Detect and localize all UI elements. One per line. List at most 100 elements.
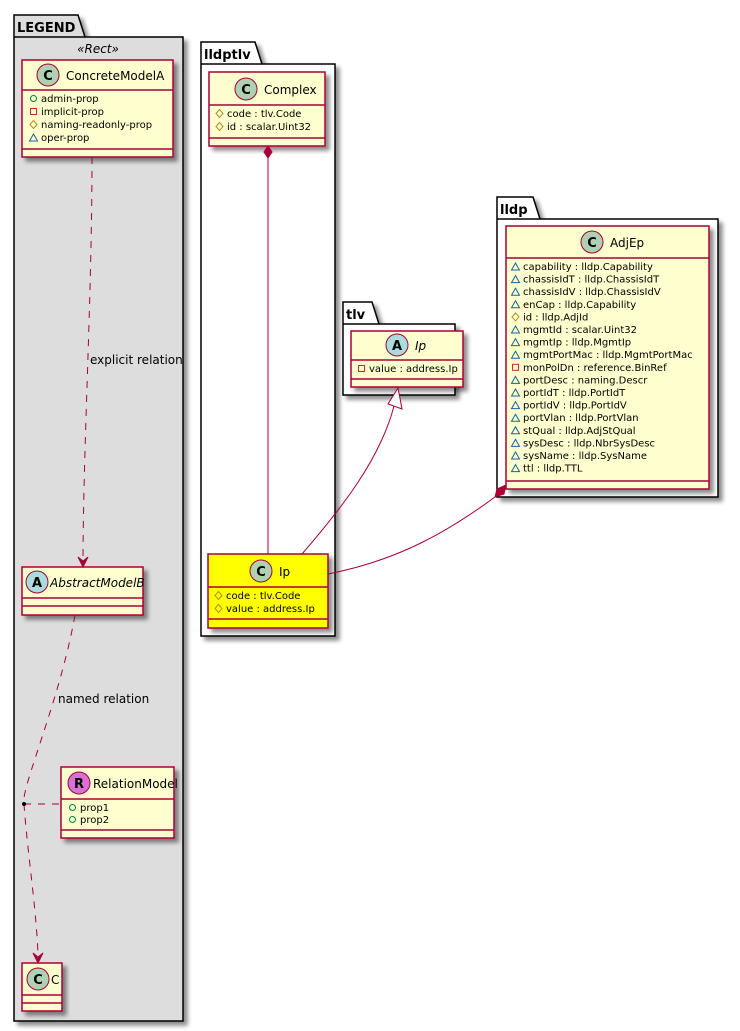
attribute-text: value : address.Ip [226, 604, 315, 615]
class-attribute: sysDesc : lldp.NbrSysDesc [510, 438, 655, 449]
oper-visibility-icon [510, 463, 521, 473]
attribute-text: mgmtPortMac : lldp.MgmtPortMac [523, 350, 693, 361]
svg-text:A: A [392, 339, 402, 354]
class-attribute: portDesc : naming.Descr [510, 375, 648, 386]
attribute-text: portDesc : naming.Descr [523, 375, 648, 386]
class-attribute: chassisIdV : lldp.ChassisIdV [510, 287, 661, 298]
explicit-relation-edge: explicit relation [77, 156, 183, 569]
package-lldp-name: lldp [500, 203, 528, 218]
attribute-text: admin-prop [41, 94, 99, 105]
class-attribute: value : address.Ip [358, 364, 458, 375]
composition-edge-complex-ip [263, 145, 273, 554]
attribute-text: sysDesc : lldp.NbrSysDesc [523, 438, 655, 449]
class-attribute: portIdT : lldp.PortIdT [510, 387, 626, 399]
attribute-text: stQual : lldp.AdjStQual [523, 426, 636, 437]
explicit-relation-label: explicit relation [90, 353, 183, 367]
package-legend-stereotype: «Rect» [77, 42, 119, 56]
svg-text:C: C [33, 973, 43, 988]
class-attribute: admin-prop [30, 94, 99, 105]
class-abstract-model-b[interactable]: A AbstractModelB [21, 566, 145, 616]
class-attribute: enCap : lldp.Capability [510, 299, 636, 311]
attribute-text: capability : lldp.Capability [523, 262, 653, 273]
admin-visibility-icon [69, 804, 76, 811]
class-icon-c: C [234, 77, 258, 101]
class-attribute: capability : lldp.Capability [510, 261, 653, 273]
class-attribute: stQual : lldp.AdjStQual [510, 425, 636, 437]
class-attribute: code : tlv.Code [215, 108, 301, 120]
class-name: Ip [279, 565, 290, 579]
class-adj-ep[interactable]: C AdjEp capability : lldp.Capabilitychas… [505, 225, 710, 490]
attribute-text: monPolDn : reference.BinRef [523, 363, 667, 374]
oper-visibility-icon [510, 425, 521, 435]
class-complex[interactable]: C Complex code : tlv.Code id : scalar.Uin… [208, 71, 326, 147]
oper-visibility-icon [510, 299, 521, 309]
attribute-text: id : lldp.AdjId [523, 312, 588, 323]
class-attribute: mgmtIp : lldp.MgmtIp [510, 337, 631, 349]
implicit-visibility-icon [358, 365, 365, 372]
class-concrete-model-a[interactable]: C ConcreteModelA admin-propimplicit-prop… [21, 59, 174, 158]
attribute-text: code : tlv.Code [226, 591, 300, 602]
package-tlv-name: tlv [346, 308, 366, 323]
class-icon-c: C [26, 967, 50, 991]
class-attribute: portIdV : lldp.PortIdV [510, 400, 627, 412]
attribute-text: enCap : lldp.Capability [523, 300, 636, 311]
attribute-text: prop1 [80, 803, 109, 814]
attribute-text: sysName : lldp.SysName [523, 451, 647, 462]
naming-visibility-icon [215, 121, 224, 132]
package-legend-name: LEGEND [17, 21, 76, 36]
class-attribute: code : tlv.Code [214, 590, 300, 602]
class-attribute: monPolDn : reference.BinRef [512, 363, 667, 374]
oper-visibility-icon [510, 350, 521, 359]
oper-visibility-icon [510, 450, 521, 460]
attribute-text: ttl : lldp.TTL [523, 464, 583, 475]
attribute-text: implicit-prop [41, 107, 104, 118]
attribute-text: naming-readonly-prop [41, 120, 152, 131]
oper-visibility-icon [510, 261, 521, 271]
svg-text:C: C [241, 83, 251, 98]
class-attribute: mgmtPortMac : lldp.MgmtPortMac [510, 350, 693, 361]
class-icon-c: C [249, 559, 273, 583]
oper-visibility-icon [510, 438, 521, 447]
attribute-text: id : scalar.Uint32 [227, 122, 311, 133]
class-attribute: portVlan : lldp.PortVlan [510, 413, 639, 424]
class-ip-lldptlv[interactable]: C Ip code : tlv.Code value : address.Ip [207, 553, 329, 629]
oper-visibility-icon [510, 337, 521, 347]
class-name: AbstractModelB [49, 576, 145, 590]
class-attribute: mgmtId : scalar.Uint32 [510, 324, 637, 336]
abstract-icon-a: A [25, 570, 49, 594]
class-name: RelationModel [93, 777, 178, 791]
class-attribute: ttl : lldp.TTL [510, 463, 583, 475]
svg-text:A: A [32, 576, 42, 591]
oper-visibility-icon [510, 274, 521, 284]
svg-text:R: R [74, 777, 84, 792]
class-ip-tlv[interactable]: A Ip value : address.Ip [350, 330, 464, 388]
class-name: Ip [415, 339, 427, 353]
class-attribute: prop2 [69, 815, 109, 826]
oper-visibility-icon [510, 287, 521, 296]
oper-visibility-icon [510, 400, 521, 410]
oper-visibility-icon [28, 132, 39, 142]
admin-visibility-icon [30, 95, 37, 102]
admin-visibility-icon [69, 816, 76, 823]
class-attribute: id : scalar.Uint32 [215, 121, 311, 133]
class-attribute: prop1 [69, 803, 109, 814]
oper-visibility-icon [510, 413, 521, 422]
class-attribute: implicit-prop [30, 107, 104, 118]
class-name: ConcreteModelA [66, 69, 165, 83]
naming-visibility-icon [215, 108, 224, 119]
attribute-text: prop2 [80, 815, 109, 826]
generalization-edge-ip [301, 386, 403, 555]
composition-edge-adjep-ip [327, 484, 507, 575]
class-name: AdjEp [610, 236, 644, 250]
class-attribute: sysName : lldp.SysName [510, 450, 647, 462]
class-c[interactable]: C C [21, 962, 63, 1012]
relation-icon-r: R [67, 771, 91, 795]
named-relation-label: named relation [58, 692, 149, 706]
class-name: Complex [264, 83, 317, 97]
attribute-text: mgmtIp : lldp.MgmtIp [523, 338, 631, 349]
svg-text:C: C [256, 565, 266, 580]
class-attribute: id : lldp.AdjId [511, 312, 588, 323]
class-attribute: value : address.Ip [214, 603, 315, 615]
attribute-text: oper-prop [41, 133, 89, 144]
